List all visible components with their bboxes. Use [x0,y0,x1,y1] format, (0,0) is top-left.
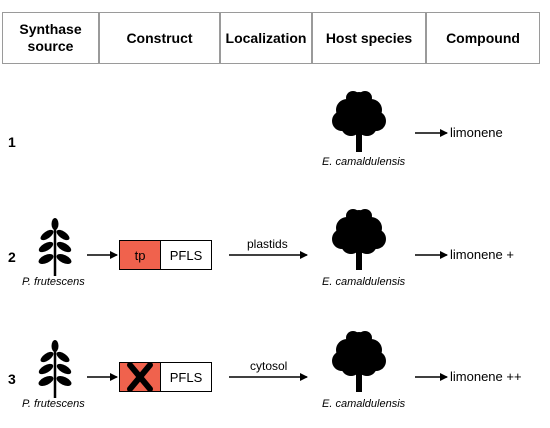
x-mark-icon [127,362,153,392]
header-label: Host species [325,29,413,46]
header-compound: Compound [426,12,540,64]
localization-label: plastids [247,237,288,251]
arrow-icon [87,373,118,381]
tree-icon [331,208,387,270]
host-species-label: E. camaldulensis [322,156,406,168]
plant-sprig-icon [36,218,74,276]
row-1: 1 E. camaldulensis limonene [0,82,550,182]
deleted-transit-peptide-box [119,362,161,392]
host-species-label: E. camaldulensis [322,398,406,410]
gene-box: PFLS [160,362,212,392]
header-label: Localization [225,29,307,46]
row-3: 3 P. frutescens PFLS cytosol E. camaldul… [0,322,550,422]
gene-label: PFLS [169,369,203,385]
row-number: 2 [8,249,16,265]
arrow-icon [415,251,448,259]
row-number: 1 [8,134,16,150]
tree-icon [331,330,387,392]
arrow-icon [229,373,308,381]
compound-label: limonene ++ [450,369,522,384]
arrow-icon [229,251,308,259]
plant-sprig-icon [36,340,74,398]
compound-label: limonene [450,125,503,140]
row-number: 3 [8,371,16,387]
gene-label: PFLS [169,247,203,263]
source-species-label: P. frutescens [22,398,85,410]
header-construct: Construct [99,12,220,64]
header-host-species: Host species [312,12,426,64]
arrow-icon [415,129,448,137]
header-label: Synthase source [19,21,82,54]
row-2: 2 P. frutescens tp PFLS plastids E. cama… [0,200,550,300]
transit-peptide-box: tp [119,240,161,270]
host-species-label: E. camaldulensis [322,276,406,288]
header-synthase-source: Synthase source [2,12,99,64]
arrow-icon [87,251,118,259]
tree-icon [331,90,387,152]
transit-peptide-label: tp [134,247,146,263]
compound-label: limonene + [450,247,514,262]
localization-label: cytosol [250,359,288,373]
header-label: Construct [126,29,193,46]
arrow-icon [415,373,448,381]
source-species-label: P. frutescens [22,276,85,288]
table-header: Synthase source Construct Localization H… [0,0,550,80]
gene-box: PFLS [160,240,212,270]
header-localization: Localization [220,12,312,64]
header-label: Compound [446,29,520,46]
